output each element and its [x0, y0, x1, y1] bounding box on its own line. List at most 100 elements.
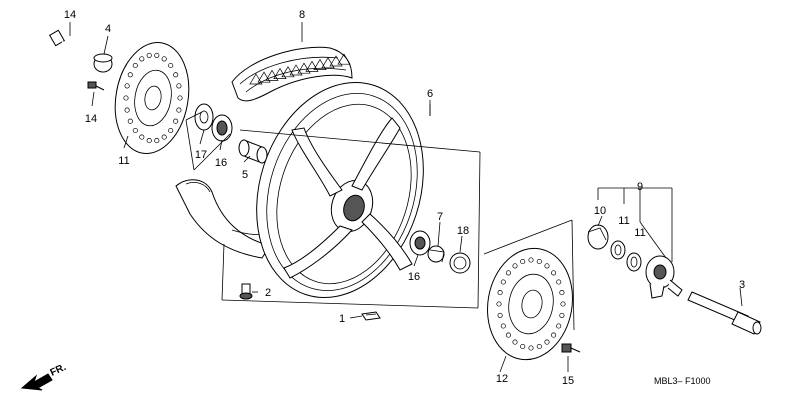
disc-hole [176, 83, 182, 89]
bolt-14-upper-drawing [87, 81, 105, 91]
gearbox-9-drawing [645, 255, 683, 299]
disc-hole [544, 339, 550, 345]
tread-mark [305, 60, 319, 72]
tire-8-drawing [231, 46, 353, 102]
leader-lines [69, 22, 743, 373]
disc-hole [124, 83, 130, 89]
disc-hole [528, 345, 534, 351]
collar-4-drawing [93, 53, 113, 73]
disc-hole [497, 312, 503, 318]
diagram-code: MBL3– F1000 [654, 376, 711, 386]
disc-hole [139, 134, 145, 140]
disc-hole [154, 138, 160, 144]
dust-seal-10-drawing [587, 224, 609, 250]
part-label-4: 4 [105, 23, 111, 35]
disc-hole [161, 134, 167, 140]
part-label-2: 2 [265, 287, 271, 299]
axle-3-drawing [687, 291, 762, 335]
disc-hole [528, 257, 534, 263]
bearing-16-left-drawing [211, 114, 233, 142]
washer-11b-drawing [626, 252, 642, 272]
disc-hole [551, 270, 557, 276]
tread-mark [257, 71, 271, 83]
disc-hole [556, 279, 562, 285]
disc-hole [512, 263, 518, 269]
disc-hole [536, 343, 542, 350]
disc-hole [560, 301, 566, 307]
disc-hole [544, 263, 550, 269]
disc-hole [146, 138, 152, 144]
disc-hole [520, 258, 526, 265]
disc-hole [132, 127, 138, 134]
disc-hole [536, 258, 542, 265]
disc-hole [559, 312, 565, 318]
disc-hole [127, 118, 133, 124]
tread-mark [321, 57, 335, 69]
front-direction-arrow-icon [20, 373, 53, 391]
disc-hole [500, 323, 506, 329]
part-label-10: 10 [594, 205, 606, 217]
disc-hole [177, 95, 183, 101]
part-label-8: 8 [299, 9, 305, 21]
part-label-13: 12 [496, 373, 508, 385]
disc-hole [551, 332, 557, 338]
disc-hole [127, 72, 133, 78]
part-label-11-a: 11 [618, 215, 629, 227]
disc-hole [168, 127, 174, 134]
disc-hole [500, 279, 506, 285]
part-label-5: 5 [242, 169, 248, 181]
part-label-15: 14 [64, 9, 76, 21]
part-label-16-right: 16 [408, 271, 420, 283]
retainer-7-drawing [427, 245, 445, 263]
tread-mark [273, 67, 287, 79]
brake-disc-13-drawing [487, 247, 573, 361]
part-label-6: 6 [427, 88, 433, 100]
tread-mark [313, 58, 327, 70]
part-label-18: 18 [457, 225, 469, 237]
disc-hole [556, 323, 562, 329]
disc-hole [161, 56, 167, 62]
bolt-15-drawing [48, 29, 81, 49]
tread-mark [249, 73, 263, 85]
disc-hole [497, 290, 503, 296]
part-label-1: 1 [339, 313, 345, 325]
disc-hole [496, 301, 502, 307]
disc-hole [505, 270, 511, 276]
part-label-14-upper: 14 [85, 113, 97, 125]
bearing-17-drawing [194, 103, 214, 131]
disc-hole [146, 52, 152, 58]
disc-hole [154, 52, 160, 58]
disc-hole [124, 107, 130, 113]
front-direction-label: FR. [49, 362, 68, 379]
bolt-14-lower-drawing [561, 343, 581, 353]
part-label-17: 17 [195, 149, 207, 161]
tread-mark [337, 53, 351, 65]
wheel-6-drawing [256, 82, 424, 298]
bearing-16-right-drawing [409, 230, 431, 256]
part-label-14-lower: 15 [562, 375, 574, 387]
assembly-guide-lines [185, 104, 673, 331]
disc-hole [173, 72, 179, 78]
tread-mark [289, 64, 303, 76]
part-label-16-left: 16 [215, 157, 227, 169]
part-label-12: 11 [118, 155, 129, 167]
part-label-7: 7 [437, 211, 443, 223]
disc-hole [173, 118, 179, 124]
brake-disc-12-drawing [114, 41, 190, 155]
disc-hole [139, 56, 145, 62]
disc-hole [520, 343, 526, 350]
valve-2-drawing [239, 283, 253, 300]
part-label-9: 9 [637, 181, 643, 193]
disc-hole [168, 62, 174, 69]
disc-hole [132, 62, 138, 69]
part-label-3: 3 [739, 279, 745, 291]
disc-hole [559, 290, 565, 296]
tread-mark [329, 55, 343, 67]
disc-hole [123, 95, 129, 101]
disc-hole [176, 107, 182, 113]
tread-mark [297, 62, 311, 74]
tread-mark [265, 69, 279, 81]
washer-11a-drawing [610, 240, 626, 260]
seal-18-drawing [449, 252, 471, 274]
